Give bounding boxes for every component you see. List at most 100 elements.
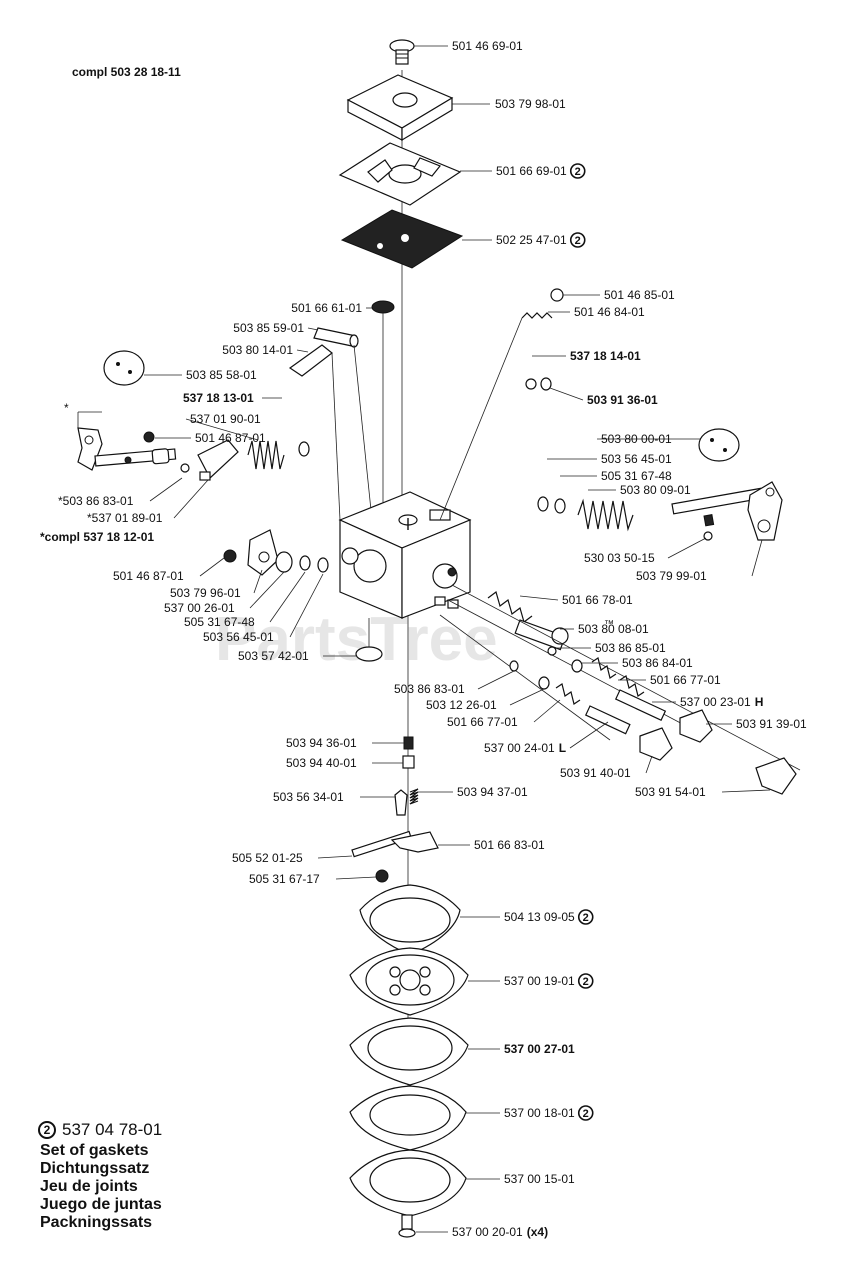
throttle-shaft-assembly [671,428,783,541]
part-number-label[interactable]: 537 00 19-01 [504,974,575,988]
part-number-label[interactable]: 503 56 34-01 [273,790,344,804]
part-number-label[interactable]: 503 56 45-01 [203,630,274,644]
throttle-spring-part [577,498,634,532]
part-number-label[interactable]: 503 91 39-01 [736,717,807,731]
part-number-label[interactable]: *537 01 89-01 [87,511,163,525]
carburetor-body [338,491,472,619]
gasket-marker-icon [577,909,594,925]
part-suffix-label: L [559,741,566,755]
part-number-label[interactable]: 505 31 67-48 [184,615,255,629]
asterisk-label: * [64,401,69,415]
part-number-label[interactable]: 501 46 69-01 [452,39,523,53]
part-number-label[interactable]: 537 00 20-01 [452,1225,523,1239]
part-number-label[interactable]: 503 91 54-01 [635,785,706,799]
callout-leader [296,349,309,353]
callout-leader [289,573,324,638]
callout-leader [185,418,259,441]
part-number-label[interactable]: 501 66 69-01 [496,164,567,178]
part-number-label[interactable]: 503 56 45-01 [601,452,672,466]
part-number-label[interactable]: 502 25 47-01 [496,233,567,247]
part-number-label[interactable]: 537 18 13-01 [183,391,254,405]
part-number-label[interactable]: 503 79 96-01 [170,586,241,600]
cover-screw-part [398,1214,416,1238]
part-number-label[interactable]: 503 80 14-01 [222,343,293,357]
callout-leader [269,571,306,623]
part-number-label[interactable]: 503 12 26-01 [426,698,497,712]
part-number-label[interactable]: 503 94 37-01 [457,785,528,799]
part-number-label[interactable]: 503 86 83-01 [394,682,465,696]
part-number-label[interactable]: 501 66 83-01 [474,838,545,852]
part-number-label[interactable]: 537 00 27-01 [504,1042,575,1056]
callout-leader [253,569,263,594]
part-suffix-label: H [755,695,764,709]
bent-tube-part [288,344,333,377]
part-number-label[interactable]: 501 46 84-01 [574,305,645,319]
legend-part-number: 2 537 04 78-01 [38,1120,162,1140]
pump-cover-part [346,74,454,142]
watermark-tm: ™ [604,619,614,630]
watermark-text: PartsTree [215,605,498,674]
top-screw-part [389,39,415,65]
choke-shaft-assembly [77,427,239,481]
callout-leader [509,688,545,706]
part-number-label[interactable]: 501 46 87-01 [113,569,184,583]
part-number-label[interactable]: 503 86 84-01 [622,656,693,670]
part-number-label[interactable]: 501 66 77-01 [447,715,518,729]
part-number-label[interactable]: 530 03 50-15 [584,551,655,565]
part-number-label[interactable]: 537 00 15-01 [504,1172,575,1186]
adjusting-needle-assembly [439,584,801,795]
part-number-label[interactable]: 503 86 85-01 [595,641,666,655]
part-number-label[interactable]: 537 00 26-01 [164,601,235,615]
callout-leader [519,595,559,601]
part-number-label[interactable]: 504 13 09-05 [504,910,575,924]
part-number-label[interactable]: 503 91 36-01 [587,393,658,407]
part-number-label[interactable]: 537 00 23-01 [680,695,751,709]
part-number-label[interactable]: 503 85 58-01 [186,368,257,382]
throttle-washer-part [537,496,549,512]
part-number-label[interactable]: 537 18 14-01 [570,349,641,363]
seat-part [402,755,415,769]
tube-part [313,327,359,348]
part-number-label[interactable]: 503 94 40-01 [286,756,357,770]
part-number-label[interactable]: 503 80 00-01 [601,432,672,446]
part-number-label[interactable]: 503 79 98-01 [495,97,566,111]
part-number-label[interactable]: 501 66 78-01 [562,593,633,607]
part-number-label[interactable]: 501 46 85-01 [604,288,675,302]
callout-leader [249,571,285,609]
part-number-label[interactable]: 505 52 01-25 [232,851,303,865]
part-number-label[interactable]: 503 94 36-01 [286,736,357,750]
part-number-label[interactable]: 501 66 77-01 [650,673,721,687]
part-number-label[interactable]: 505 31 67-48 [601,469,672,483]
part-number-label[interactable]: 503 57 42-01 [238,649,309,663]
throttle-clip-part [554,498,566,514]
callout-leader [721,789,771,793]
metering-gasket-1 [359,884,461,956]
metering-diaphragm [349,947,469,1016]
part-number-label[interactable]: 503 91 40-01 [560,766,631,780]
part-number-label[interactable]: 503 80 08-01 [578,622,649,636]
part-number-label[interactable]: 503 80 09-01 [620,483,691,497]
gasket-marker-icon [577,973,594,989]
part-number-label[interactable]: 503 85 59-01 [233,321,304,335]
sub-kit-label: *compl 537 18 12-01 [40,530,154,544]
legend-line-es: Juego de juntas [40,1196,162,1213]
part-number-label[interactable]: 537 00 18-01 [504,1106,575,1120]
callout-leader [751,539,763,577]
choke-washer-part [298,441,310,457]
callout-leader [667,537,707,559]
legend-line-en: Set of gaskets [40,1142,149,1159]
part-number-label[interactable]: 501 46 87-01 [195,431,266,445]
callout-leader [317,855,353,859]
callout-leader [533,699,561,723]
part-number-label[interactable]: 501 66 61-01 [291,301,362,315]
callout-leader [645,755,653,774]
part-number-label[interactable]: 505 31 67-17 [249,872,320,886]
part-number-label[interactable]: *503 86 83-01 [58,494,134,508]
cap-part [371,300,395,314]
part-number-label[interactable]: 503 79 99-01 [636,569,707,583]
part-number-label[interactable]: 537 01 90-01 [190,412,261,426]
part-number-label[interactable]: 537 00 24-01 [484,741,555,755]
